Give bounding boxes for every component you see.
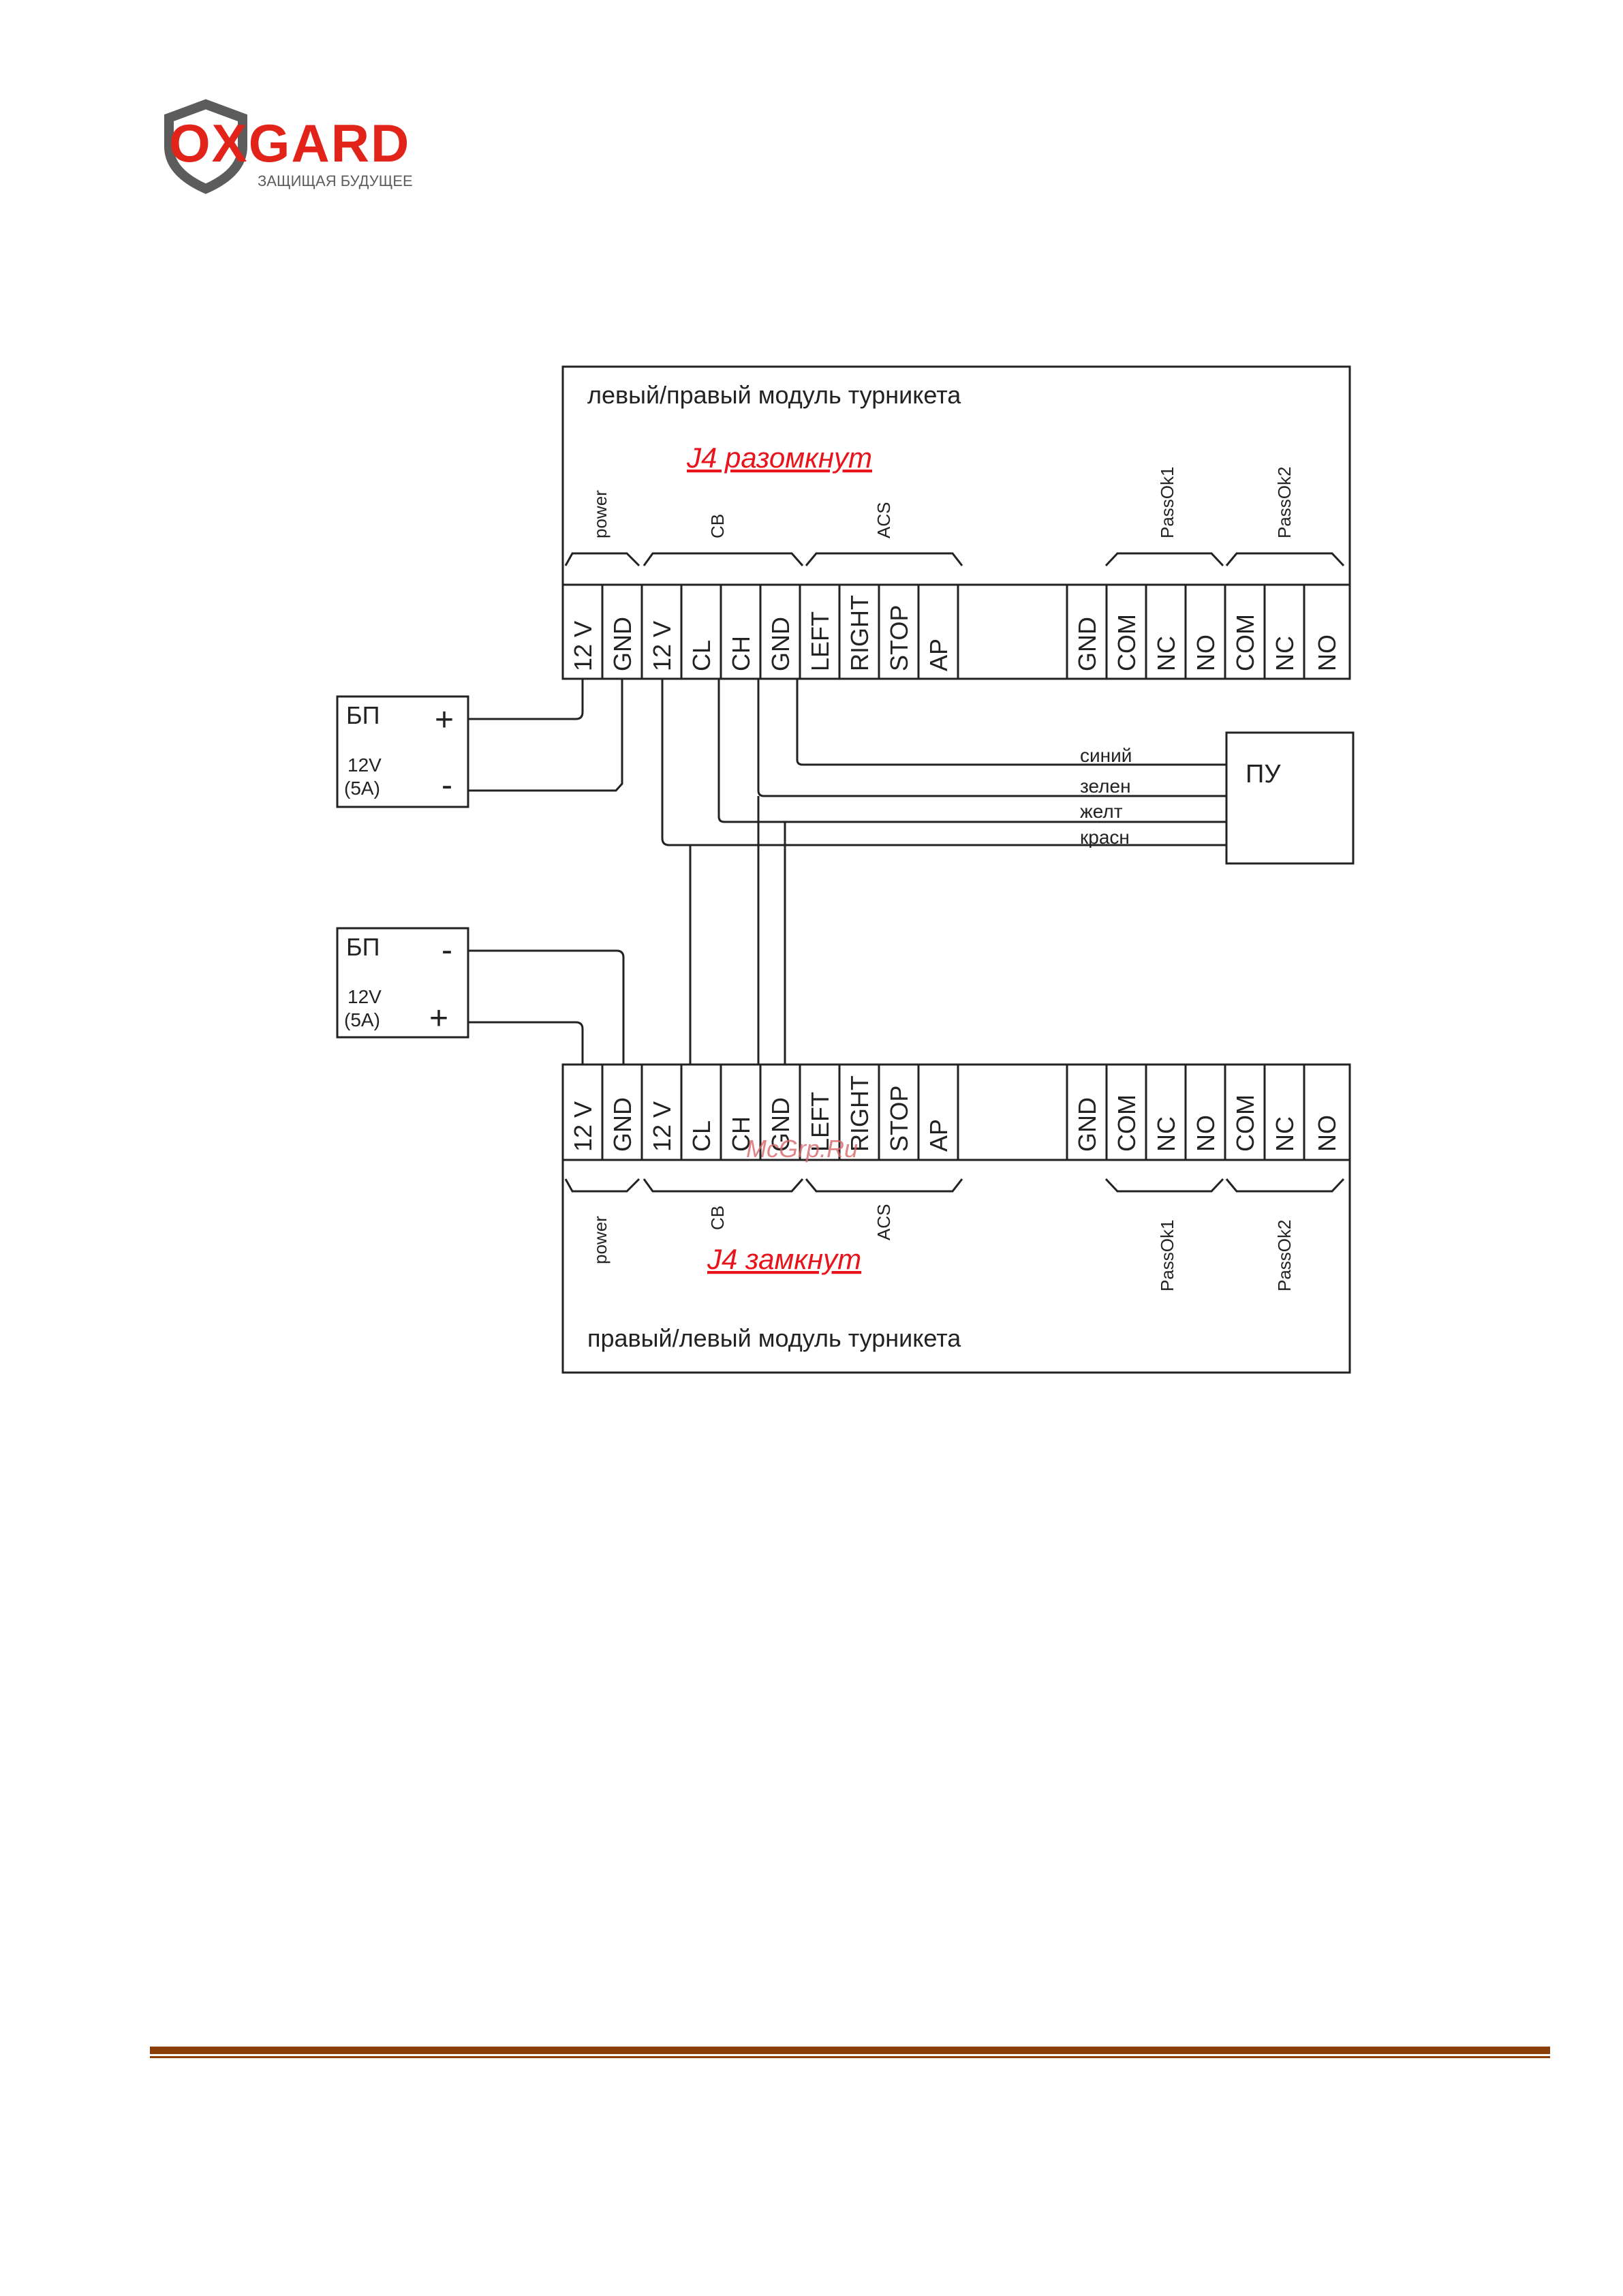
lower-terminal-cl: CL	[687, 1120, 715, 1152]
lower-terminal-ap: AP	[925, 1119, 953, 1152]
lower-group-cb: CB	[707, 1206, 728, 1230]
upper-group-cb: CB	[707, 514, 728, 538]
upper-module-title: левый/правый модуль турникета	[587, 381, 961, 409]
oxgard-logo: OXGARD ЗАЩИЩАЯ БУДУЩЕЕ	[164, 99, 413, 194]
shield-icon	[164, 99, 247, 194]
wire-label-yellow: желт	[1080, 801, 1123, 822]
footer-rule-thick	[150, 2047, 1550, 2054]
lower-terminal-com1: COM	[1113, 1095, 1141, 1152]
wire-label-blue: синий	[1080, 745, 1132, 766]
psu-top-plus: +	[435, 702, 454, 738]
upper-group-passok2: PassOk2	[1274, 467, 1295, 539]
upper-terminal-12v-cb: 12 V	[648, 621, 676, 671]
lower-terminal-12v-power: 12 V	[569, 1101, 597, 1152]
psu-top-minus: -	[442, 767, 452, 803]
psu-bottom-rating-1: 12V	[347, 986, 382, 1007]
psu-bottom-minus: -	[442, 932, 452, 968]
lower-terminal-stop: STOP	[885, 1086, 913, 1152]
upper-terminal-ch: CH	[727, 636, 755, 671]
upper-terminal-no2: NO	[1313, 634, 1341, 671]
lower-terminal-left: LEFT	[806, 1092, 834, 1152]
lower-terminal-nc2: NC	[1271, 1116, 1299, 1152]
lower-terminal-strip	[561, 1063, 1351, 1161]
wire-color-labels: синий зелен желт красн	[1080, 745, 1132, 848]
psu-bottom: БП - 12V (5A) +	[344, 932, 452, 1037]
upper-terminal-strip	[561, 583, 1351, 680]
upper-terminal-gnd-cb: GND	[767, 617, 794, 671]
upper-terminal-12v-power: 12 V	[569, 621, 597, 671]
upper-terminal-labels: 12 V GND 12 V CL CH GND LEFT RIGHT STOP …	[569, 595, 1341, 671]
control-panel-box	[1225, 731, 1355, 865]
logo-brand: OXGARD	[169, 113, 410, 173]
upper-terminal-stop: STOP	[885, 605, 913, 671]
upper-terminal-no1: NO	[1192, 634, 1220, 671]
wires	[468, 679, 1226, 1065]
psu-bottom-label: БП	[346, 933, 380, 961]
upper-group-power: power	[590, 490, 610, 538]
upper-group-acs: ACS	[874, 502, 894, 538]
upper-terminal-gnd-passok: GND	[1073, 617, 1101, 671]
upper-terminal-ap: AP	[925, 639, 953, 671]
wire-label-green: зелен	[1080, 776, 1131, 797]
lower-jumper-note: J4 замкнут	[707, 1243, 861, 1275]
lower-terminal-right: RIGHT	[846, 1075, 874, 1152]
psu-bottom-rating-2: (5A)	[344, 1009, 380, 1030]
upper-terminal-com1: COM	[1113, 614, 1141, 671]
upper-terminal-nc1: NC	[1152, 636, 1180, 671]
upper-group-passok1: PassOk1	[1157, 467, 1177, 539]
upper-jumper-note: J4 разомкнут	[686, 442, 872, 474]
lower-group-passok1: PassOk1	[1157, 1220, 1177, 1292]
lower-group-labels: power CB ACS PassOk1 PassOk2	[590, 1204, 1295, 1291]
lower-group-passok2: PassOk2	[1274, 1220, 1295, 1292]
lower-terminal-ch: CH	[727, 1116, 755, 1152]
lower-group-acs: ACS	[874, 1204, 894, 1240]
lower-module-title: правый/левый модуль турникета	[587, 1324, 961, 1352]
footer-rule-thin	[150, 2056, 1550, 2058]
lower-terminal-com2: COM	[1231, 1095, 1259, 1152]
wire-label-red: красн	[1080, 827, 1130, 848]
psu-top-rating-1: 12V	[347, 754, 382, 776]
lower-terminal-12v-cb: 12 V	[648, 1101, 676, 1152]
lower-terminal-no2: NO	[1313, 1115, 1341, 1152]
lower-terminal-gnd-cb: GND	[767, 1097, 794, 1152]
upper-terminal-gnd-power: GND	[608, 617, 636, 671]
logo-tagline: ЗАЩИЩАЯ БУДУЩЕЕ	[258, 172, 413, 189]
psu-bottom-box	[336, 927, 469, 1039]
watermark: McGrp.Ru	[746, 1135, 858, 1163]
psu-bottom-plus: +	[429, 1000, 448, 1037]
control-panel-label: ПУ	[1246, 760, 1281, 789]
psu-top-rating-2: (5A)	[344, 778, 380, 799]
lower-terminal-no1: NO	[1192, 1115, 1220, 1152]
upper-group-brackets	[564, 552, 1345, 567]
footer-rule	[150, 2047, 1550, 2059]
upper-group-labels: power CB ACS PassOk1 PassOk2	[590, 467, 1295, 539]
psu-top-label: БП	[346, 701, 380, 729]
lower-terminal-nc1: NC	[1152, 1116, 1180, 1152]
upper-terminal-right: RIGHT	[846, 595, 874, 671]
lower-group-power: power	[590, 1216, 610, 1264]
psu-top-box	[336, 695, 469, 808]
upper-terminal-com2: COM	[1231, 614, 1259, 671]
upper-terminal-nc2: NC	[1271, 636, 1299, 671]
lower-terminal-gnd-passok: GND	[1073, 1097, 1101, 1152]
upper-terminal-left: LEFT	[806, 611, 834, 671]
lower-terminal-labels: 12 V GND 12 V CL CH GND LEFT RIGHT STOP …	[569, 1075, 1341, 1152]
psu-top: БП + 12V (5A) -	[344, 701, 454, 803]
lower-terminal-gnd-power: GND	[608, 1097, 636, 1152]
upper-terminal-cl: CL	[687, 640, 715, 671]
lower-group-brackets	[564, 1178, 1345, 1193]
